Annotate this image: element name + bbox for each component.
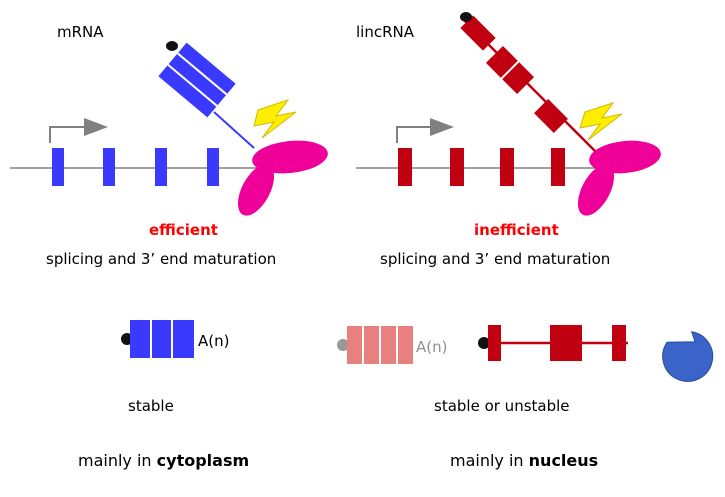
mrna-nascent-tether: [213, 111, 255, 149]
mrna-localization-location: cytoplasm: [156, 451, 250, 470]
mrna-polymerase-icon: [237, 140, 328, 216]
lincrna-localization: mainly in nucleus: [450, 451, 598, 470]
mrna-efficiency-label: efficient: [149, 221, 218, 239]
mrna-stability-label: stable: [128, 397, 174, 415]
lincrna-cap-icon: [460, 12, 472, 22]
mrna-nascent-transcript: [158, 42, 236, 118]
mrna-exon-1: [52, 148, 64, 186]
lincrna-exon-1: [398, 148, 412, 186]
lincrna-process-label: splicing and 3’ end maturation: [380, 250, 611, 268]
lincrna-nascent-transcript: [460, 15, 597, 153]
degrader-pacman-icon: [662, 331, 714, 382]
mrna-localization: mainly in cytoplasm: [78, 451, 249, 470]
mrna-exon-3: [155, 148, 167, 186]
mrna-exon-2: [103, 148, 115, 186]
lincrna-title: lincRNA: [356, 23, 414, 41]
mrna-lightning-icon: [253, 99, 297, 139]
lincrna-exon-3: [500, 148, 514, 186]
lincrna-localization-prefix: mainly in: [450, 451, 524, 470]
mrna-polyA-label: A(n): [198, 332, 230, 350]
mrna-exon-4: [207, 148, 219, 186]
mrna-process-label: splicing and 3’ end maturation: [46, 250, 277, 268]
lincrna-unspliced-transcript: [478, 325, 628, 361]
lincrna-efficiency-label: inefficient: [474, 221, 559, 239]
lincrna-lightning-icon: [579, 102, 623, 141]
lincrna-promoter-arrow-icon: [396, 118, 454, 143]
lincrna-localization-location: nucleus: [528, 451, 599, 470]
mrna-cap-icon: [166, 41, 178, 51]
mrna-localization-prefix: mainly in: [78, 451, 152, 470]
lincrna-stability-label: stable or unstable: [434, 397, 570, 415]
lincrna-polymerase-icon: [577, 140, 661, 216]
lincrna-exon-2: [450, 148, 464, 186]
mrna-promoter-arrow-icon: [49, 118, 108, 143]
mrna-title: mRNA: [57, 23, 104, 41]
mrna-mature-transcript: [121, 320, 194, 358]
lincrna-exon-4: [551, 148, 565, 186]
lincrna-faded-mature-transcript: [337, 326, 413, 364]
lincrna-polyA-label: A(n): [416, 338, 448, 356]
